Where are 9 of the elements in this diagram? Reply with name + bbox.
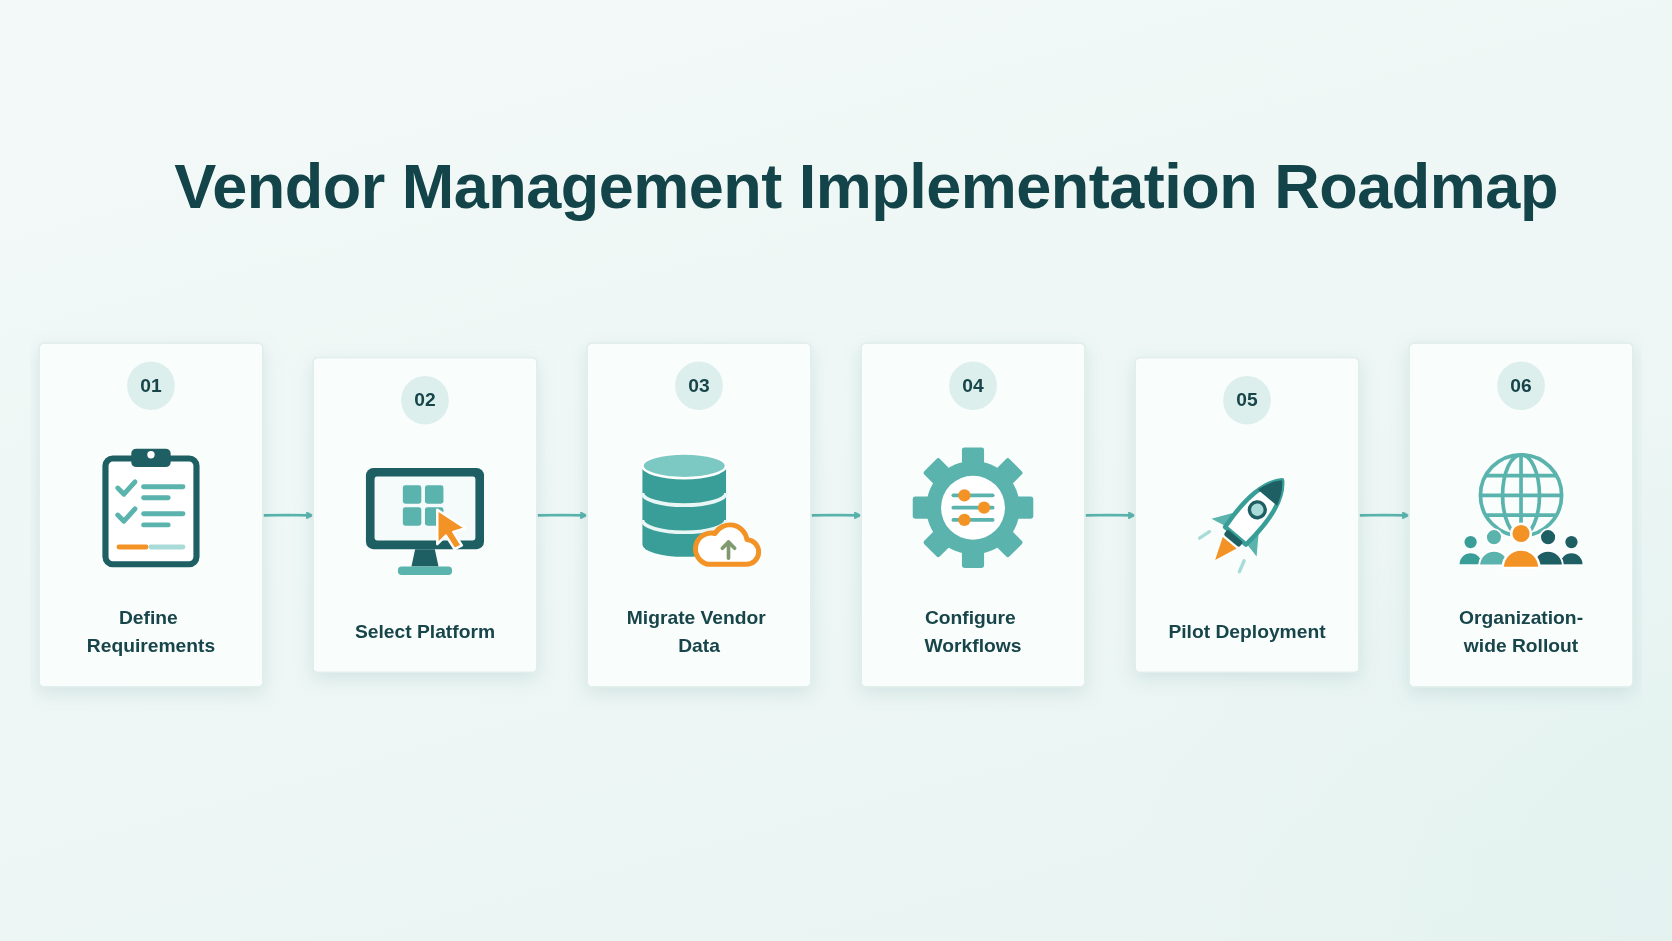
title: Vendor Management Implementation Roadmap (173, 150, 1559, 222)
step-title: Configure Workflows (924, 605, 1022, 656)
step-title: Pilot Deployment (1168, 620, 1326, 642)
step-title: Migrate Vendor Data (626, 605, 767, 656)
step-title: Define Requirements (86, 605, 216, 656)
arrow (537, 511, 588, 520)
step-title: Organization-wide Rollout (1459, 605, 1584, 656)
step-title: Select Platform (354, 620, 496, 642)
arrow (263, 511, 314, 520)
